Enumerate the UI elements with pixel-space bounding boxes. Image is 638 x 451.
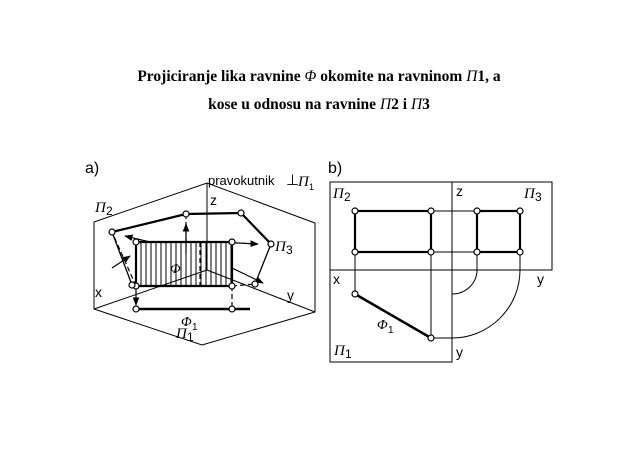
diagram-a-points <box>108 209 275 313</box>
title-line1-post: 1, a <box>477 68 501 85</box>
title-line2-pre: kose u odnosu na ravnine <box>208 96 380 113</box>
axis-x-b: x <box>333 271 340 287</box>
pi2-label-b: Π <box>332 186 345 202</box>
title-line2-pi3: Π <box>410 96 423 113</box>
pi3-label: Π <box>274 239 287 255</box>
title-line-1: Projiciranje lika ravnine Φ okomite na r… <box>0 68 638 86</box>
title-line1-phi: Φ <box>304 68 317 85</box>
diagram-b-points <box>351 207 524 342</box>
diagram-b-label: b) <box>328 160 342 177</box>
phi1-label-a: Φ <box>181 315 192 330</box>
top-hex-back <box>111 211 272 245</box>
diagram-b-frames <box>329 181 553 363</box>
pi2-sub: 2 <box>106 204 113 218</box>
pi1-sub-b: 1 <box>345 347 352 361</box>
dashed-projectors <box>111 214 256 309</box>
phi1-label-b: Φ <box>377 318 388 333</box>
annotation-pi-sub: 1 <box>309 182 314 192</box>
diagram-b: b) <box>328 160 553 363</box>
phi-label-a: Φ <box>170 262 181 277</box>
diagram-b-rectangles <box>353 209 522 254</box>
pi2-sub-b: 2 <box>344 190 351 204</box>
front-view-rectangle <box>353 209 433 254</box>
diagram-a: a) <box>85 160 316 346</box>
phi1-sub-b: 1 <box>388 325 394 336</box>
projection-arrows <box>111 223 264 306</box>
axis-y-a: y <box>287 287 294 303</box>
pi1-label-b: Π <box>333 343 346 359</box>
annotation-text: pravokutnik <box>208 173 275 188</box>
pi3-sub: 3 <box>286 243 293 257</box>
hatched-rectangle <box>136 242 232 286</box>
title-line1-pre: Projiciranje lika ravnine <box>137 68 305 85</box>
pi2-label: Π <box>94 200 107 216</box>
perpendicular-symbol: ⊥ <box>286 172 299 189</box>
rectangle-outline <box>134 240 234 288</box>
title-line1-mid: okomite na ravninom <box>316 68 467 85</box>
pi1-label-a: Π <box>175 326 188 342</box>
phi1-sub-a: 1 <box>192 322 198 333</box>
phi1-projection-b <box>354 292 432 340</box>
axis-x-a: x <box>95 284 102 300</box>
pi3-label-b: Π <box>523 186 536 202</box>
pi3-sub-b: 3 <box>535 190 542 204</box>
top-hex-right <box>254 243 272 285</box>
axis-z-a: z <box>210 192 217 208</box>
title-line2-post: 3 <box>422 96 430 113</box>
title-line2-mid: 2 i <box>391 96 411 113</box>
title-line-2: kose u odnosu na ravnine Π2 i Π3 <box>0 96 638 114</box>
title-line1-pi: Π <box>466 68 478 85</box>
diagram-a-label: a) <box>85 160 99 177</box>
axis-y-right-b: y <box>537 271 544 287</box>
title-line2-pi2: Π <box>379 96 392 113</box>
side-view-rectangle <box>475 209 522 254</box>
pi1-sub-a: 1 <box>187 330 194 344</box>
axis-z-b: z <box>456 183 463 199</box>
annotation-pi: Π <box>297 174 310 190</box>
axis-y-bottom-b: y <box>456 344 463 360</box>
